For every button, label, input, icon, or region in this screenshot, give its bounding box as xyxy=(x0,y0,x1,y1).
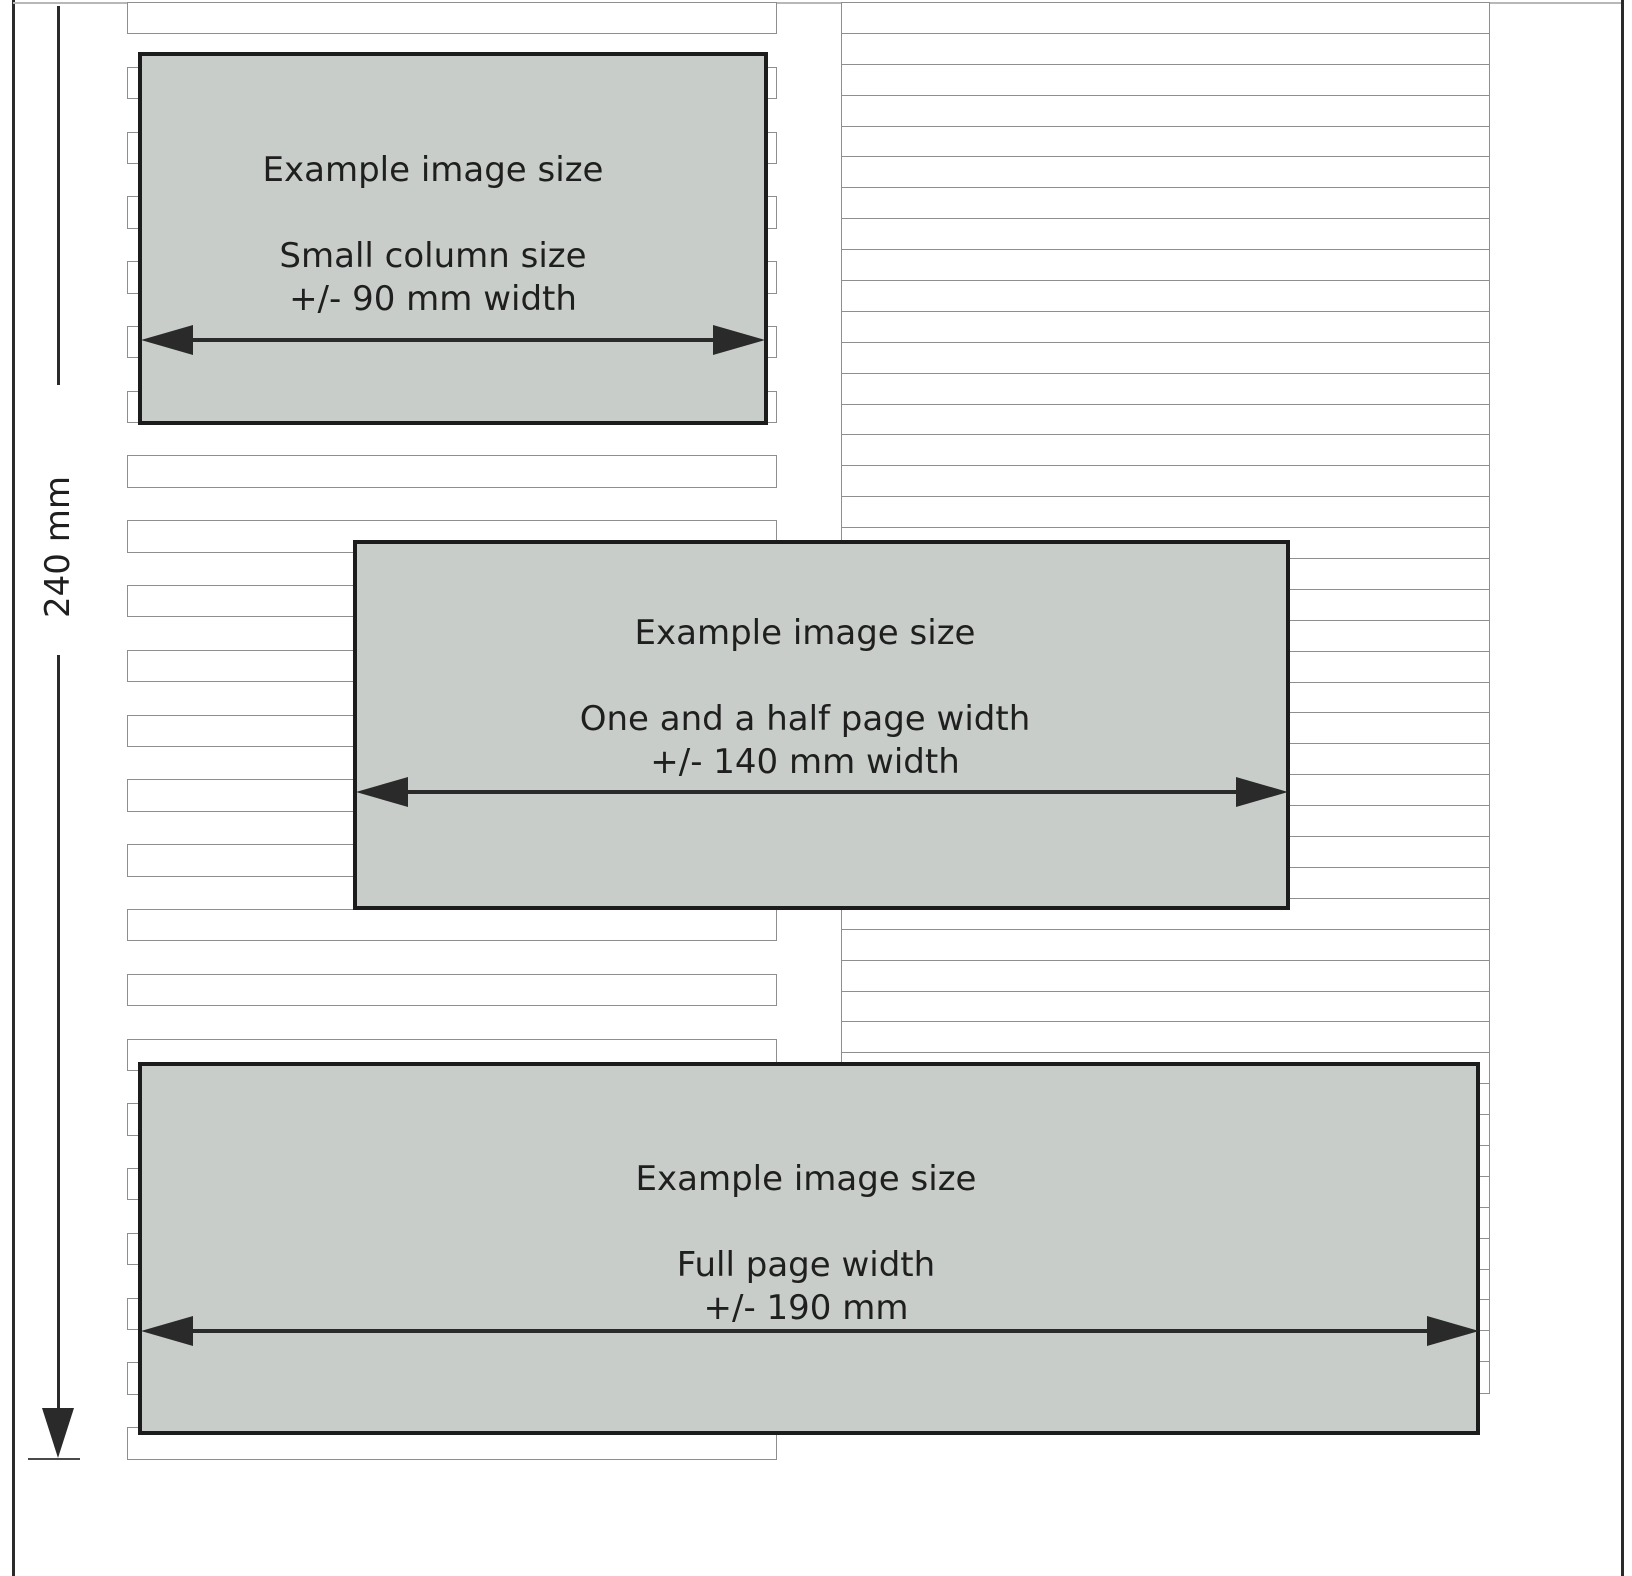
box-subtitle: Full page width xyxy=(676,1245,936,1285)
height-dimension-end-tick xyxy=(28,1458,80,1460)
arrow-shaft xyxy=(153,338,753,342)
text-line-placeholder xyxy=(841,465,1490,498)
page-right-border xyxy=(1621,0,1624,1576)
text-line-placeholder xyxy=(841,2,1490,35)
text-line-placeholder xyxy=(841,496,1490,529)
text-line-placeholder xyxy=(841,959,1490,992)
text-line-placeholder xyxy=(841,310,1490,344)
text-line-placeholder xyxy=(127,973,777,1007)
example-box-one-and-a-half xyxy=(353,540,1290,910)
page-top-hairline xyxy=(13,2,1621,4)
box-title: Example image size xyxy=(262,150,604,190)
text-line-placeholder xyxy=(127,2,777,35)
text-line-placeholder xyxy=(841,403,1490,436)
box-subtitle: Small column size xyxy=(279,236,587,276)
height-dimension-line-upper xyxy=(57,6,60,385)
page-left-border xyxy=(12,0,15,1576)
example-box-full-page xyxy=(138,1062,1480,1435)
text-line-placeholder xyxy=(841,249,1490,282)
caption-one-and-a-half: Example image size One and a half page w… xyxy=(505,612,1105,784)
text-line-placeholder xyxy=(841,434,1490,467)
text-line-placeholder xyxy=(841,125,1490,158)
width-arrow-90mm xyxy=(141,325,765,355)
text-line-placeholder xyxy=(841,63,1490,97)
height-dimension-label: 240 mm xyxy=(38,476,78,618)
text-line-placeholder xyxy=(127,455,777,488)
arrow-right-icon xyxy=(1427,1316,1479,1346)
caption-full-page: Example image size Full page width +/- 1… xyxy=(506,1158,1106,1330)
height-dimension-line-lower xyxy=(57,655,60,1410)
arrow-shaft xyxy=(153,1329,1467,1333)
box-subtitle: One and a half page width xyxy=(579,699,1031,739)
box-width-label: +/- 140 mm width xyxy=(650,742,960,782)
box-width-label: +/- 190 mm xyxy=(703,1288,909,1328)
text-line-placeholder xyxy=(841,280,1490,313)
text-line-placeholder xyxy=(841,94,1490,128)
box-width-label: +/- 90 mm width xyxy=(289,279,577,319)
text-line-placeholder xyxy=(841,156,1490,189)
text-line-placeholder xyxy=(841,1021,1490,1054)
arrow-right-icon xyxy=(713,325,765,355)
text-line-placeholder xyxy=(841,187,1490,220)
width-arrow-190mm xyxy=(141,1316,1479,1346)
text-line-placeholder xyxy=(841,928,1490,962)
text-line-placeholder xyxy=(841,341,1490,375)
text-line-placeholder xyxy=(841,372,1490,406)
box-title: Example image size xyxy=(634,613,976,653)
width-arrow-140mm xyxy=(356,777,1288,807)
box-title: Example image size xyxy=(635,1159,977,1199)
text-line-placeholder xyxy=(841,32,1490,66)
example-box-small-column xyxy=(138,52,768,425)
down-arrow-icon xyxy=(42,1408,74,1458)
text-line-placeholder xyxy=(127,908,777,942)
arrow-right-icon xyxy=(1236,777,1288,807)
text-line-placeholder xyxy=(841,990,1490,1023)
arrow-shaft xyxy=(368,790,1276,794)
caption-small-column: Example image size Small column size +/-… xyxy=(133,149,733,321)
text-line-placeholder xyxy=(841,218,1490,251)
